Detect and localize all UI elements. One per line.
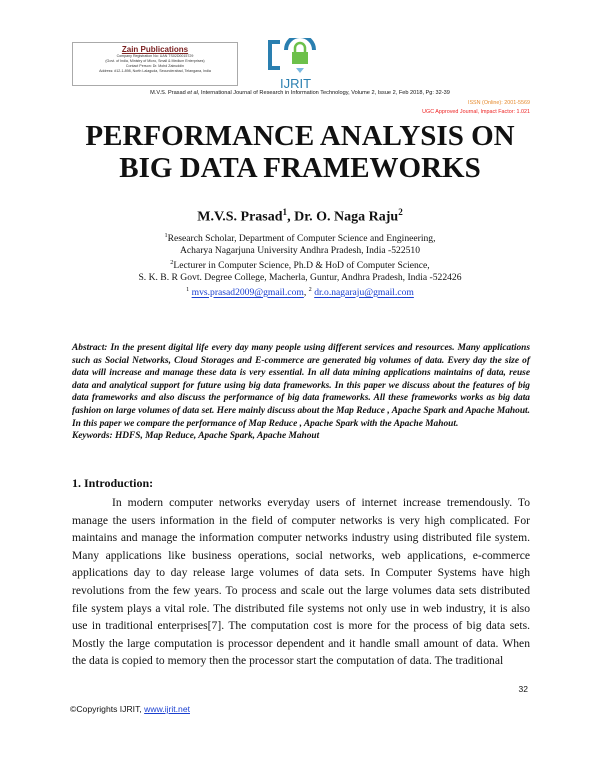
email-link-1[interactable]: mvs.prasad2009@gmail.com — [191, 287, 304, 299]
ugc-note: UGC Approved Journal, Impact Factor: 1.0… — [422, 109, 530, 115]
abstract: Abstract: In the present digital life ev… — [72, 343, 530, 442]
publisher-line: (Govt. of India, Ministry of Micro, Smal… — [105, 59, 205, 63]
ijrit-logo-icon: IJRIT — [268, 38, 316, 90]
section-heading: 1. Introduction: — [72, 476, 154, 490]
publisher-line: Company Registration No: UAN TS02D001572… — [116, 54, 194, 58]
issn: ISSN (Online): 2001-5569 — [467, 100, 530, 106]
authors: M.V.S. Prasad1, Dr. O. Naga Raju2 — [197, 207, 403, 225]
publisher-line: Contact Person: Dr. Mohd Zainuddin — [125, 64, 185, 68]
publisher-name: Zain Publications — [121, 45, 189, 54]
body-text: In modern computer networks everyday use… — [72, 496, 530, 668]
running-header: M.V.S. Prasad et al, International Journ… — [150, 90, 450, 96]
publisher-box: Zain Publications Company Registration N… — [72, 42, 238, 86]
email-link-2[interactable]: dr.o.nagaraju@gmail.com — [314, 287, 414, 299]
keywords: Keywords: HDFS, Map Reduce, Apache Spark… — [72, 431, 320, 442]
affiliations: 1Research Scholar, Department of Compute… — [138, 232, 462, 299]
page-number: 32 — [518, 684, 528, 694]
site-link[interactable]: www.ijrit.net — [144, 704, 190, 714]
publisher-line: Address: #12-1-898, North Lalaguda, Secu… — [99, 69, 211, 73]
footer: ©Copyrights IJRIT, www.ijrit.net — [70, 704, 190, 714]
svg-text:IJRIT: IJRIT — [280, 76, 311, 90]
